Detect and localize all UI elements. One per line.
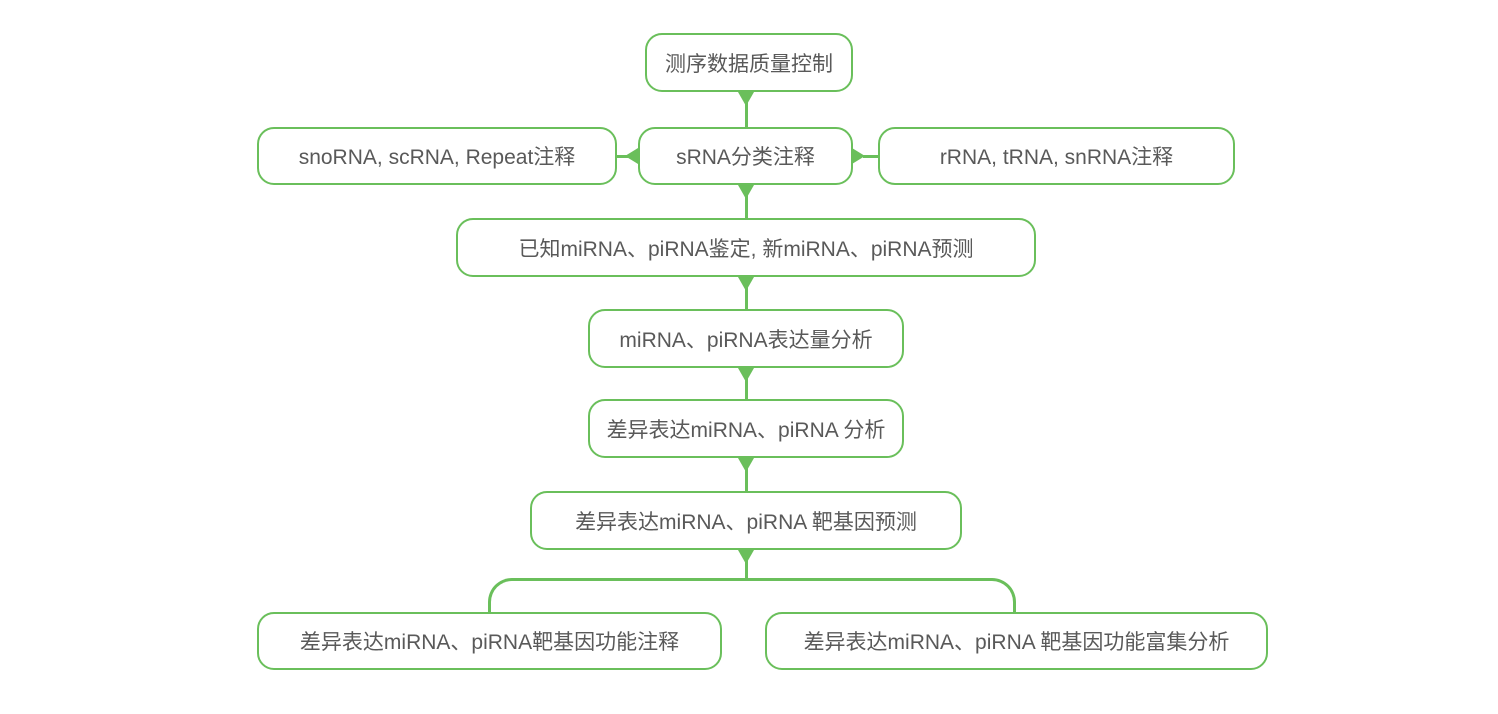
connector-expression-to-differential-line	[745, 368, 748, 399]
node-srna-classification-label: sRNA分类注释	[676, 146, 815, 169]
node-mirna-pirna-identification-prediction-label: 已知miRNA、piRNA鉴定, 新miRNA、piRNA预测	[518, 237, 974, 261]
node-target-gene-function-enrichment-label: 差异表达miRNA、piRNA 靶基因功能富集分析	[803, 631, 1230, 654]
node-target-gene-prediction-label: 差异表达miRNA、piRNA 靶基因预测	[575, 510, 917, 534]
node-target-gene-function-annotation-label: 差异表达miRNA、piRNA靶基因功能注释	[299, 631, 680, 654]
node-target-gene-prediction: 差异表达miRNA、piRNA 靶基因预测	[530, 491, 962, 550]
connector-classification-to-right-line	[863, 155, 878, 158]
arrowhead-down-icon	[738, 458, 754, 472]
connector-classification-to-identification-line	[745, 185, 748, 218]
node-snorna-scrna-repeat-annotation: snoRNA, scRNA, Repeat注释	[257, 127, 617, 185]
node-expression-analysis: miRNA、piRNA表达量分析	[588, 309, 904, 368]
arrowhead-down-icon	[738, 277, 754, 291]
arrowhead-down-icon	[738, 368, 754, 382]
arrowhead-right-icon	[852, 148, 865, 164]
connector-classification-to-left-line	[615, 155, 628, 158]
branch-connector	[488, 578, 1016, 612]
node-snorna-scrna-repeat-annotation-label: snoRNA, scRNA, Repeat注释	[298, 146, 576, 169]
node-expression-analysis-label: miRNA、piRNA表达量分析	[619, 328, 873, 352]
node-mirna-pirna-identification-prediction: 已知miRNA、piRNA鉴定, 新miRNA、piRNA预测	[456, 218, 1036, 277]
connector-target-to-branch-line	[745, 550, 748, 580]
arrowhead-down-icon	[738, 92, 754, 106]
connector-identification-to-expression-line	[745, 277, 748, 309]
node-sequencing-qc-label: 测序数据质量控制	[665, 52, 833, 76]
node-sequencing-qc: 测序数据质量控制	[645, 33, 853, 92]
arrowhead-down-icon	[738, 185, 754, 199]
node-rrna-trna-snrna-annotation: rRNA, tRNA, snRNA注释	[878, 127, 1235, 185]
node-srna-classification: sRNA分类注释	[638, 127, 853, 185]
node-rrna-trna-snrna-annotation-label: rRNA, tRNA, snRNA注释	[939, 146, 1174, 169]
node-differential-expression-analysis: 差异表达miRNA、piRNA 分析	[588, 399, 904, 458]
connector-qc-to-classification-line	[745, 92, 748, 127]
node-target-gene-function-enrichment: 差异表达miRNA、piRNA 靶基因功能富集分析	[765, 612, 1268, 670]
connector-differential-to-target-line	[745, 458, 748, 491]
node-differential-expression-analysis-label: 差异表达miRNA、piRNA 分析	[606, 418, 886, 442]
arrowhead-left-icon	[625, 148, 638, 164]
node-target-gene-function-annotation: 差异表达miRNA、piRNA靶基因功能注释	[257, 612, 722, 670]
arrowhead-down-icon	[738, 550, 754, 564]
